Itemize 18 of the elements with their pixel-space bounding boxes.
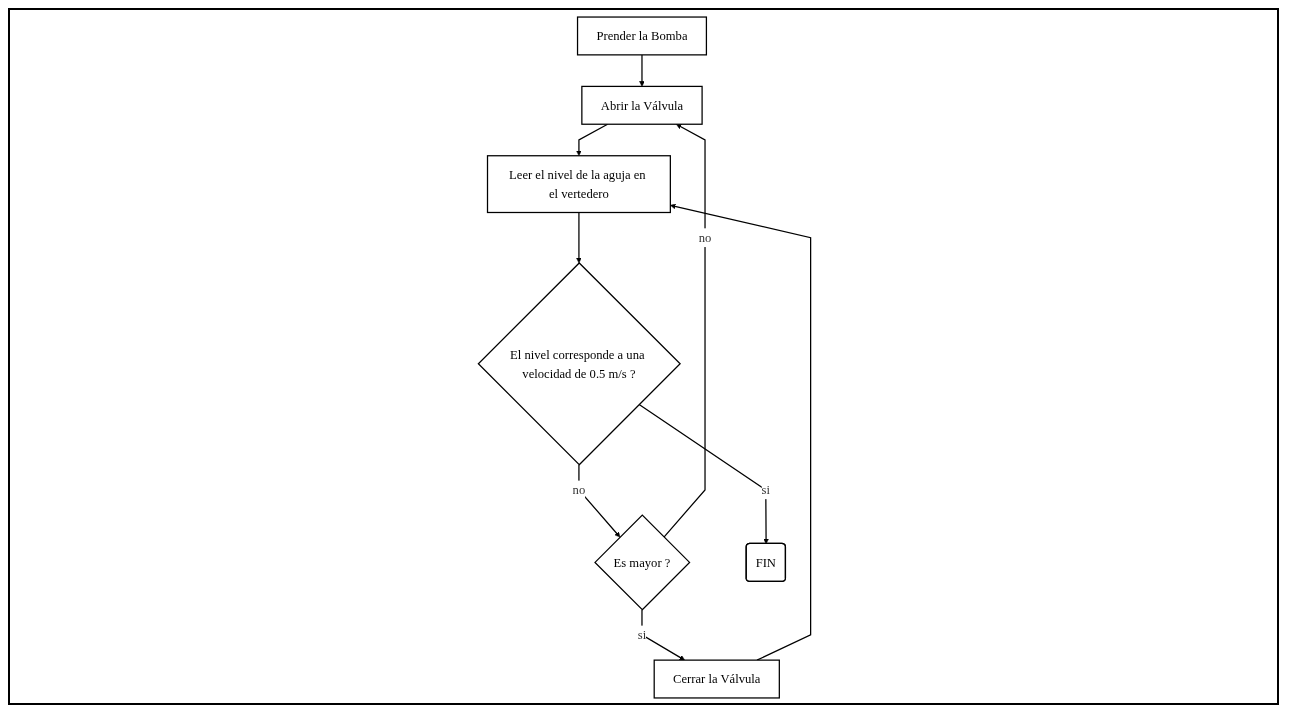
arrow: [639, 54, 645, 87]
edge-label: no: [572, 482, 586, 497]
arrow: [663, 123, 706, 538]
edge-label: si: [761, 482, 770, 497]
node-box: Abrir la Válvula: [581, 85, 703, 125]
arrow: [638, 403, 769, 545]
arrow: [670, 203, 812, 661]
arrow: [576, 211, 582, 264]
node-box: Leer el nivel de la aguja en el vertedero: [486, 155, 671, 214]
node-box: Prender la Bomba: [576, 16, 708, 56]
edge-label: no: [698, 230, 712, 245]
edge-label: si: [637, 627, 647, 642]
node-diamond: Es mayor ?: [594, 514, 691, 611]
node-diamond: El nivel corresponde a una velocidad de 0.5 m/s ?: [477, 262, 681, 466]
arrow: [578, 464, 621, 538]
node-box: Cerrar la Válvula: [653, 659, 780, 699]
arrow: [576, 123, 609, 156]
arrow: [641, 609, 685, 661]
